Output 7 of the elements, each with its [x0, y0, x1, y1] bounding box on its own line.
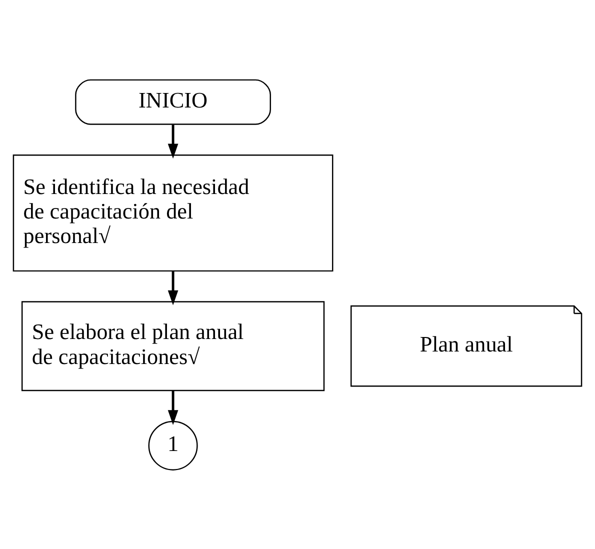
node-box: Se elabora el plan anual de capacitaciones√: [21, 300, 325, 391]
node-box: INICIO: [75, 78, 271, 124]
node-box: Se identifica la necesidad de capacitación del personal√: [12, 154, 334, 272]
node-circle: 1: [148, 420, 198, 470]
arrow: [168, 124, 178, 158]
arrow: [168, 390, 178, 424]
arrow: [168, 270, 178, 305]
